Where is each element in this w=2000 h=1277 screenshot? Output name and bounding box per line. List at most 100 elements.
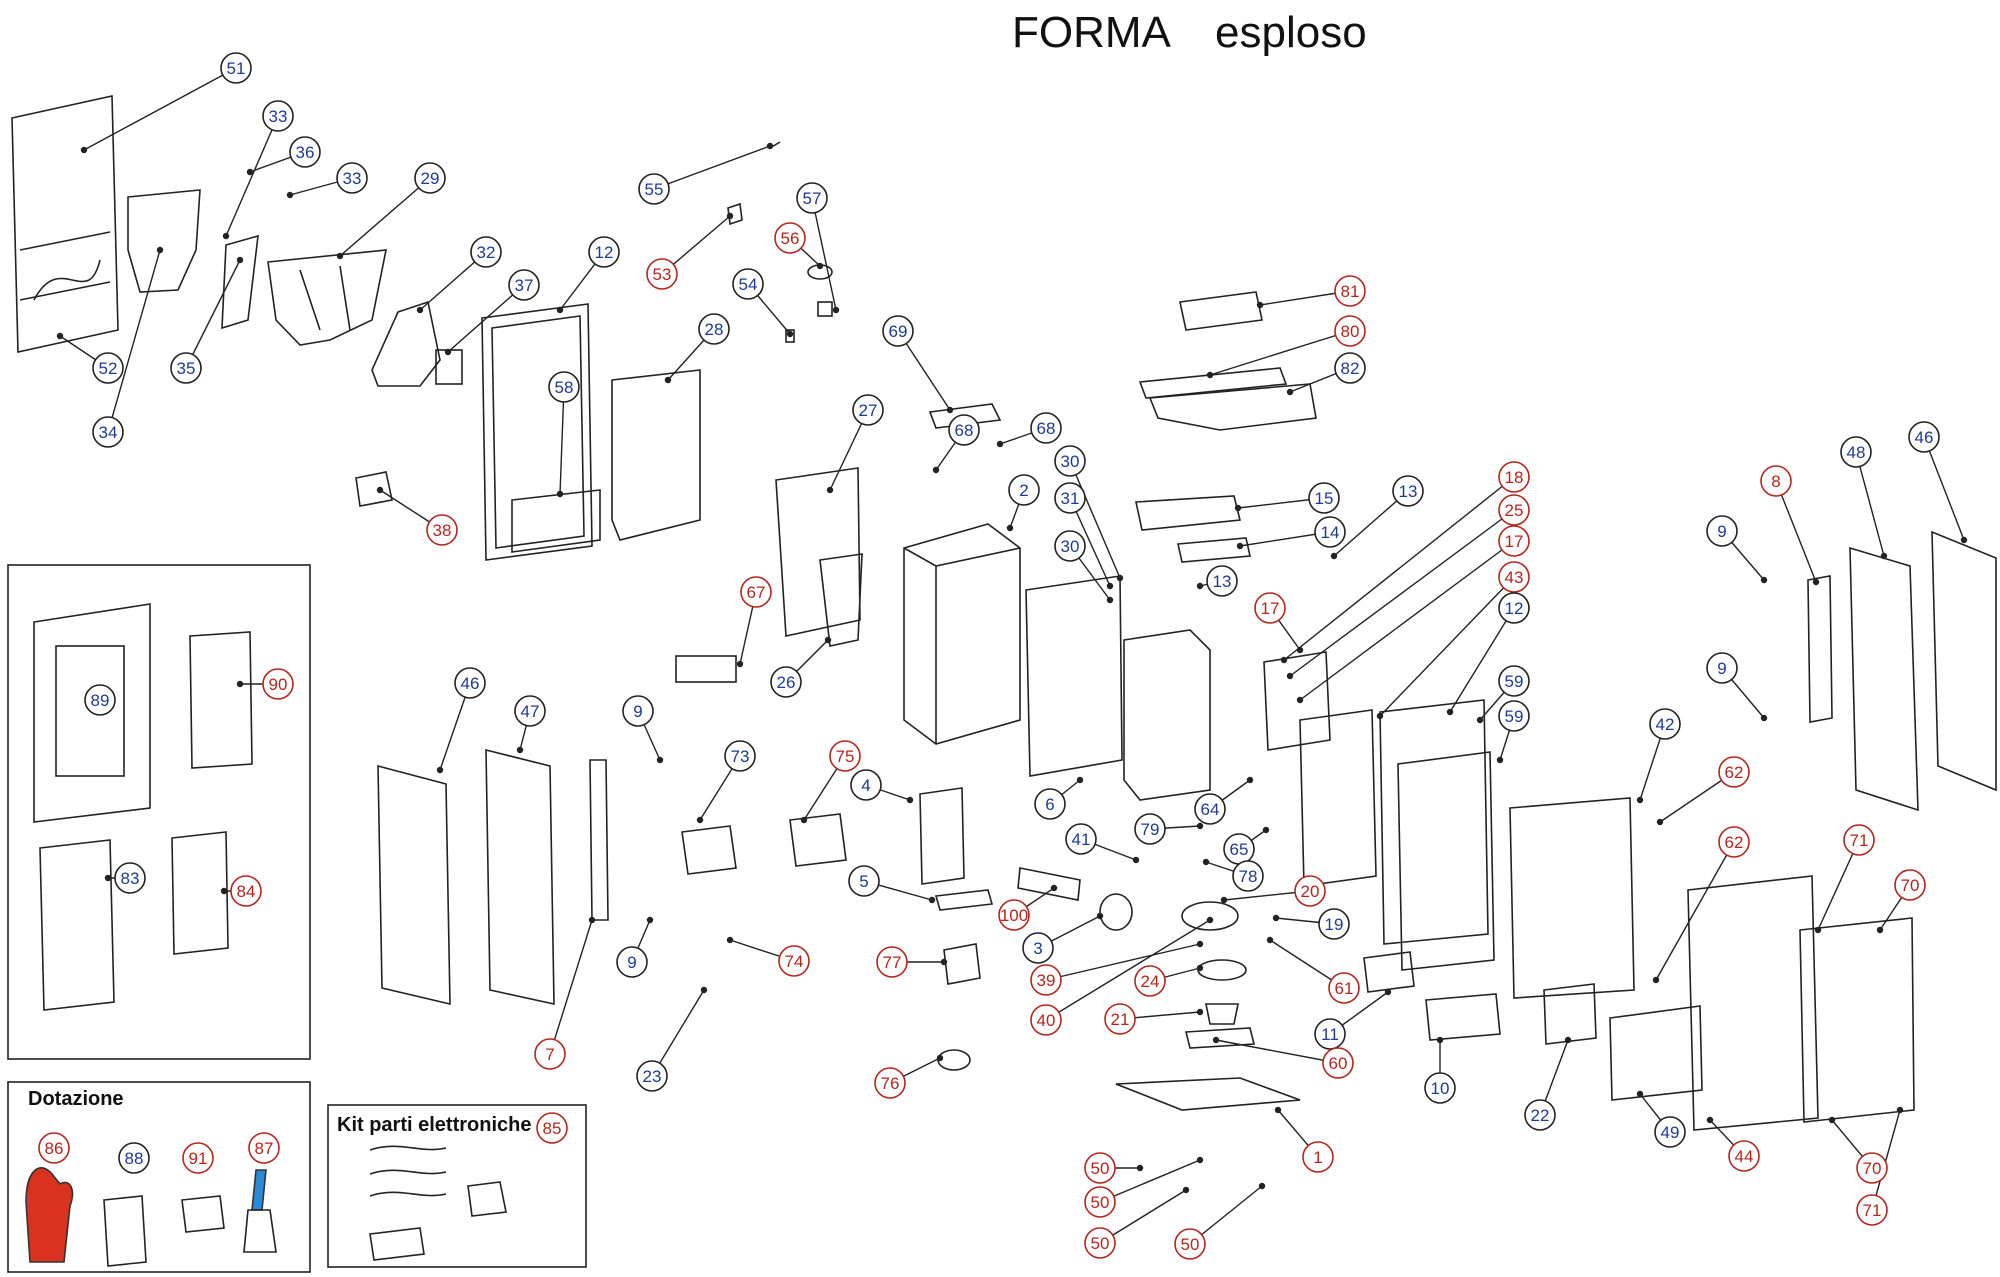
leader-dot <box>1182 1186 1190 1194</box>
part-67 <box>675 655 737 683</box>
callout-label: 80 <box>1341 322 1360 341</box>
leader-dot <box>1246 776 1254 784</box>
leader-line <box>107 249 161 433</box>
callout-71: 71 <box>1843 824 1875 856</box>
part-4 <box>919 787 965 885</box>
callout-label: 55 <box>645 180 664 199</box>
callout-circle <box>1856 1194 1888 1226</box>
callout-86: 86 <box>38 1132 70 1164</box>
callout-79: 79 <box>1134 813 1166 845</box>
callout-17: 17 <box>1498 525 1530 557</box>
callout-label: 42 <box>1656 715 1675 734</box>
part-48 <box>1849 546 1919 812</box>
callout-5: 5 <box>848 865 880 897</box>
callout-circle <box>1104 1003 1136 1035</box>
callout-circle <box>1302 1141 1334 1173</box>
callout-circle <box>1856 1152 1888 1184</box>
callout-circle <box>1034 788 1066 820</box>
part-75 <box>789 813 847 867</box>
callout-52: 52 <box>92 352 124 384</box>
part-27 <box>775 467 861 637</box>
leader-line <box>1069 497 1111 587</box>
callout-circle <box>1718 826 1750 858</box>
callout-62: 62 <box>1718 826 1750 858</box>
part-3 <box>1099 893 1133 931</box>
callout-label: 41 <box>1072 830 1091 849</box>
callout-label: 58 <box>555 378 574 397</box>
callout-circle <box>646 258 678 290</box>
dotazione-label: Dotazione <box>28 1088 124 1110</box>
callout-label: 47 <box>521 702 540 721</box>
leader-line <box>1069 460 1121 579</box>
callout-53: 53 <box>646 258 678 290</box>
leader-dot <box>1476 716 1484 724</box>
callout-circle <box>724 740 756 772</box>
leader-dot <box>556 490 564 498</box>
callout-1: 1 <box>1302 1141 1334 1173</box>
callout-85: 85 <box>536 1112 568 1144</box>
leader-line <box>1379 576 1515 717</box>
callout-label: 60 <box>1329 1054 1348 1073</box>
callout-circle <box>220 52 252 84</box>
leader-line <box>1775 480 1817 583</box>
callout-circle <box>1030 1004 1062 1036</box>
callout-74: 74 <box>778 945 810 977</box>
callout-circle <box>1654 1116 1686 1148</box>
callout-label: 64 <box>1201 800 1220 819</box>
callout-label: 29 <box>421 169 440 188</box>
callout-label: 40 <box>1037 1011 1056 1030</box>
leader-line <box>447 284 525 353</box>
part-57 <box>817 301 833 317</box>
callout-label: 3 <box>1033 939 1042 958</box>
kit-label: Kit parti elettroniche <box>337 1114 532 1136</box>
callout-circle <box>732 268 764 300</box>
callout-label: 28 <box>705 320 724 339</box>
part-60 <box>1184 1027 1256 1049</box>
callout-circle <box>1760 465 1792 497</box>
callout-25: 25 <box>1498 494 1530 526</box>
callout-59: 59 <box>1498 700 1530 732</box>
callout-label: 62 <box>1725 833 1744 852</box>
callout-label: 49 <box>1661 1123 1680 1142</box>
part-100 <box>1017 867 1081 901</box>
callout-circle <box>1728 1140 1760 1172</box>
callout-circle <box>1030 412 1062 444</box>
callout-circle <box>616 946 648 978</box>
callout-label: 73 <box>731 747 750 766</box>
part-12-left <box>481 303 593 561</box>
leader-dot <box>1272 914 1280 922</box>
callout-label: 70 <box>1863 1159 1882 1178</box>
part-7 <box>589 759 609 921</box>
part-2-body <box>903 523 1021 745</box>
leader-dot <box>1274 1106 1282 1114</box>
leader-dot <box>996 440 1004 448</box>
leader-dot <box>726 936 734 944</box>
callout-12: 12 <box>1498 592 1530 624</box>
callout-circle <box>508 269 540 301</box>
callout-circle <box>1054 530 1086 562</box>
part-59 <box>1397 751 1495 971</box>
callout-circle <box>1054 445 1086 477</box>
leader-line <box>1283 476 1515 661</box>
callout-circle <box>92 352 124 384</box>
callout-circle <box>876 946 908 978</box>
callout-50: 50 <box>1084 1227 1116 1259</box>
accessory-box <box>7 564 311 1060</box>
callout-circle <box>262 100 294 132</box>
callout-62: 62 <box>1718 756 1750 788</box>
callout-circle <box>536 1112 568 1144</box>
callout-24: 24 <box>1134 965 1166 997</box>
callout-label: 23 <box>643 1067 662 1086</box>
callout-circle <box>882 315 914 347</box>
callout-label: 50 <box>1181 1235 1200 1254</box>
callout-circle <box>1134 965 1166 997</box>
leader-dot <box>1212 1036 1220 1044</box>
callout-label: 78 <box>1239 867 1258 886</box>
callout-78: 78 <box>1232 860 1264 892</box>
leader-dot <box>1814 926 1822 934</box>
callout-51: 51 <box>220 52 252 84</box>
callout-37: 37 <box>508 269 540 301</box>
part-21 <box>1205 1003 1239 1025</box>
leader-dot <box>516 746 524 754</box>
callout-36: 36 <box>289 136 321 168</box>
